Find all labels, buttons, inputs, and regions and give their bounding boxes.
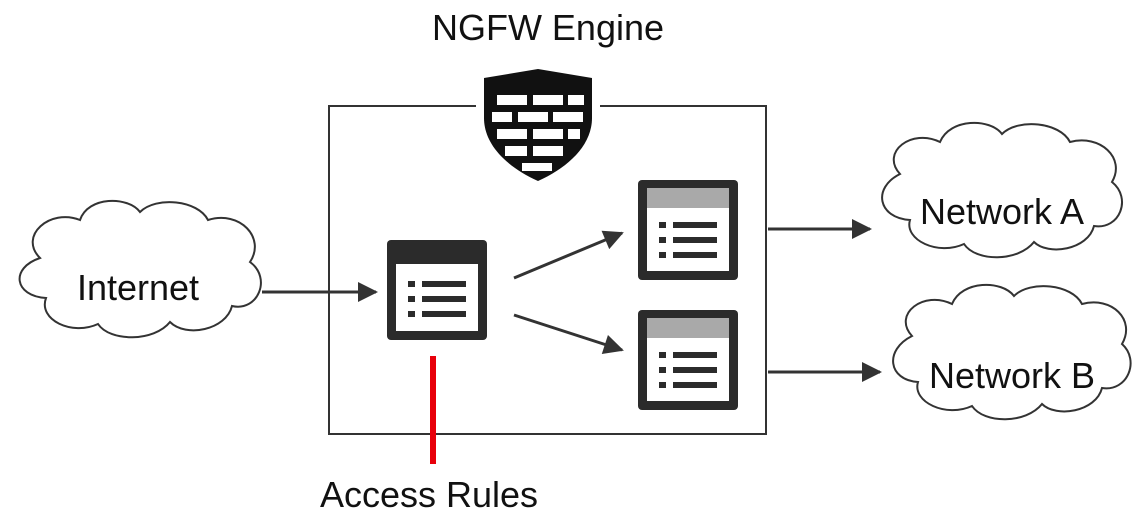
network-a-cloud: Network A [881,121,1123,259]
arrow-access-rules-to-lower-list [513,313,624,354]
internet-label: Internet [77,267,199,308]
firewall-shield-icon [476,62,600,189]
network-b-cloud: Network B [892,283,1132,421]
policy-list-icon-lower [638,310,738,410]
network-b-label: Network B [929,355,1095,396]
arrow-access-rules-to-upper-list [513,230,624,280]
network-a-label: Network A [920,191,1084,232]
policy-list-icon-upper [638,180,738,280]
engine-title: NGFW Engine [432,7,664,48]
internet-cloud: Internet [18,199,262,339]
access-rules-label: Access Rules [320,474,538,513]
access-rules-list-icon [387,240,487,340]
